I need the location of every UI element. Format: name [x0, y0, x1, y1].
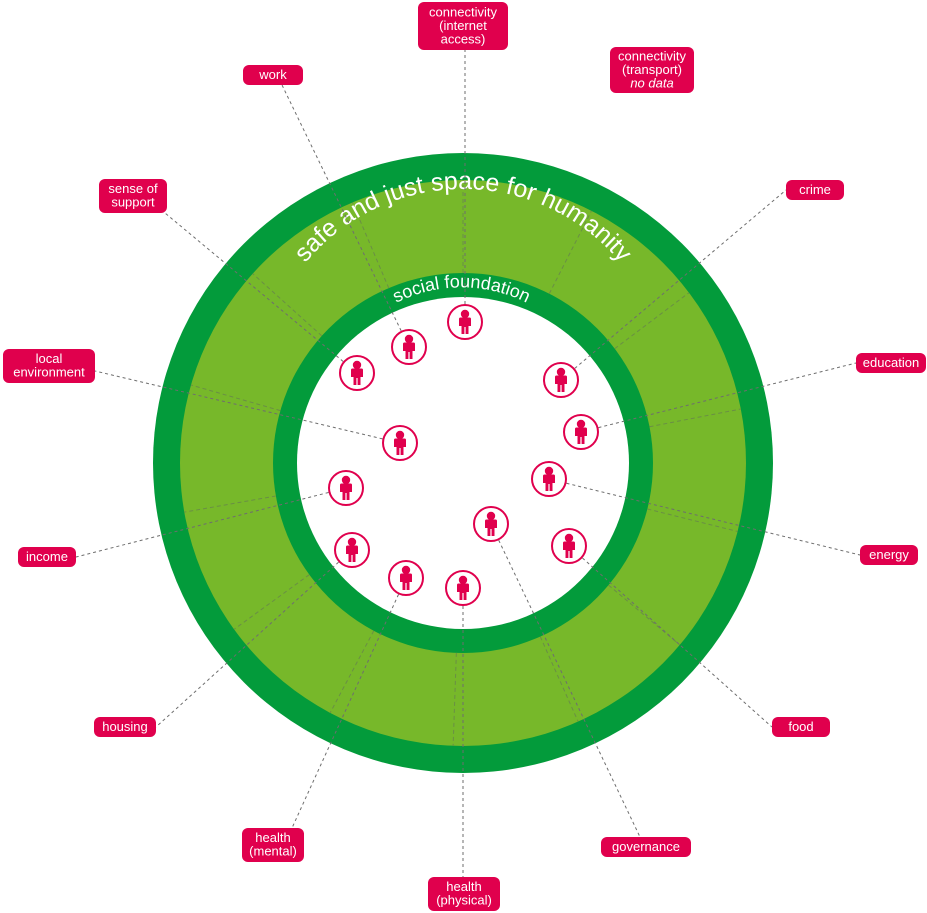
label-text: sense of [108, 181, 158, 196]
label-housing: housing [94, 717, 156, 737]
label-box [610, 47, 694, 93]
band-divider [647, 508, 738, 532]
label-crime: crime [786, 180, 844, 200]
label-text: income [26, 549, 68, 564]
label-text: health [446, 879, 481, 894]
band-divider [452, 652, 457, 746]
label-box [786, 180, 844, 200]
label-energy: energy [860, 545, 918, 565]
person-icon [382, 425, 418, 461]
label-governance: governance [601, 837, 691, 857]
leader-line-work [281, 84, 410, 348]
label-text: (physical) [436, 893, 492, 908]
person-icon [531, 461, 567, 497]
label-text: energy [869, 547, 909, 562]
label-text: environment [13, 365, 85, 380]
person-icon [391, 329, 427, 365]
leader-line-energy [548, 478, 861, 556]
label-box [428, 877, 500, 911]
band-divider [184, 495, 276, 513]
person-icons [328, 304, 599, 606]
person-icon [563, 414, 599, 450]
label-education: education [856, 353, 926, 373]
band-divider [608, 584, 681, 646]
leader-lines [75, 50, 861, 877]
label-text: access) [441, 31, 486, 46]
dimension-labels: connectivity(internetaccess)connectivity… [3, 2, 926, 911]
label-text: crime [799, 182, 831, 197]
label-text: (transport) [622, 62, 682, 77]
leader-line-housing [155, 549, 353, 728]
label-box [242, 828, 304, 862]
person-icon [334, 532, 370, 568]
label-work: work [243, 65, 303, 85]
person-icon [388, 560, 424, 596]
band-divider [539, 636, 579, 722]
label-text: (internet [439, 18, 487, 33]
label-text: education [863, 355, 919, 370]
label-box [860, 545, 918, 565]
leader-line-crime [560, 189, 787, 381]
label-text: food [788, 719, 813, 734]
band-divider [252, 273, 323, 337]
leader-line-governance [490, 523, 641, 838]
label-text: connectivity [429, 4, 497, 19]
label-box [94, 717, 156, 737]
leader-line-education [580, 362, 857, 433]
person-icon [473, 506, 509, 542]
label-connectivity-transport: connectivity(transport)no data [610, 47, 694, 93]
band-divider [614, 292, 690, 350]
band-divider [329, 630, 375, 714]
label-box [99, 179, 167, 213]
label-box [856, 353, 926, 373]
label-text: no data [630, 75, 673, 90]
band-dividers [184, 180, 741, 746]
person-icon [551, 528, 587, 564]
label-box [243, 65, 303, 85]
label-text: housing [102, 719, 148, 734]
band-divider [233, 574, 310, 630]
label-health-mental: health(mental) [242, 828, 304, 862]
label-box [418, 2, 508, 50]
person-icon [328, 470, 364, 506]
label-box [601, 837, 691, 857]
label-text: connectivity [618, 48, 686, 63]
label-food: food [772, 717, 830, 737]
person-icon [543, 362, 579, 398]
leader-line-local-environment [94, 370, 401, 444]
band-divider [351, 202, 390, 289]
person-icon [447, 304, 483, 340]
leader-line-health-mental [291, 577, 407, 829]
label-box [772, 717, 830, 737]
person-icon [445, 570, 481, 606]
band-divider [190, 384, 281, 412]
label-box [3, 349, 95, 383]
label-text: local [36, 351, 63, 366]
band-divider [649, 408, 741, 428]
label-income: income [18, 547, 76, 567]
label-text: (mental) [249, 844, 297, 859]
label-text: support [111, 195, 155, 210]
leader-line-income [75, 487, 347, 558]
label-text: health [255, 830, 290, 845]
label-health-physical: health(physical) [428, 877, 500, 911]
label-text: governance [612, 839, 680, 854]
band-divider [548, 210, 592, 294]
label-text: work [258, 67, 287, 82]
person-icon [339, 355, 375, 391]
label-box [18, 547, 76, 567]
